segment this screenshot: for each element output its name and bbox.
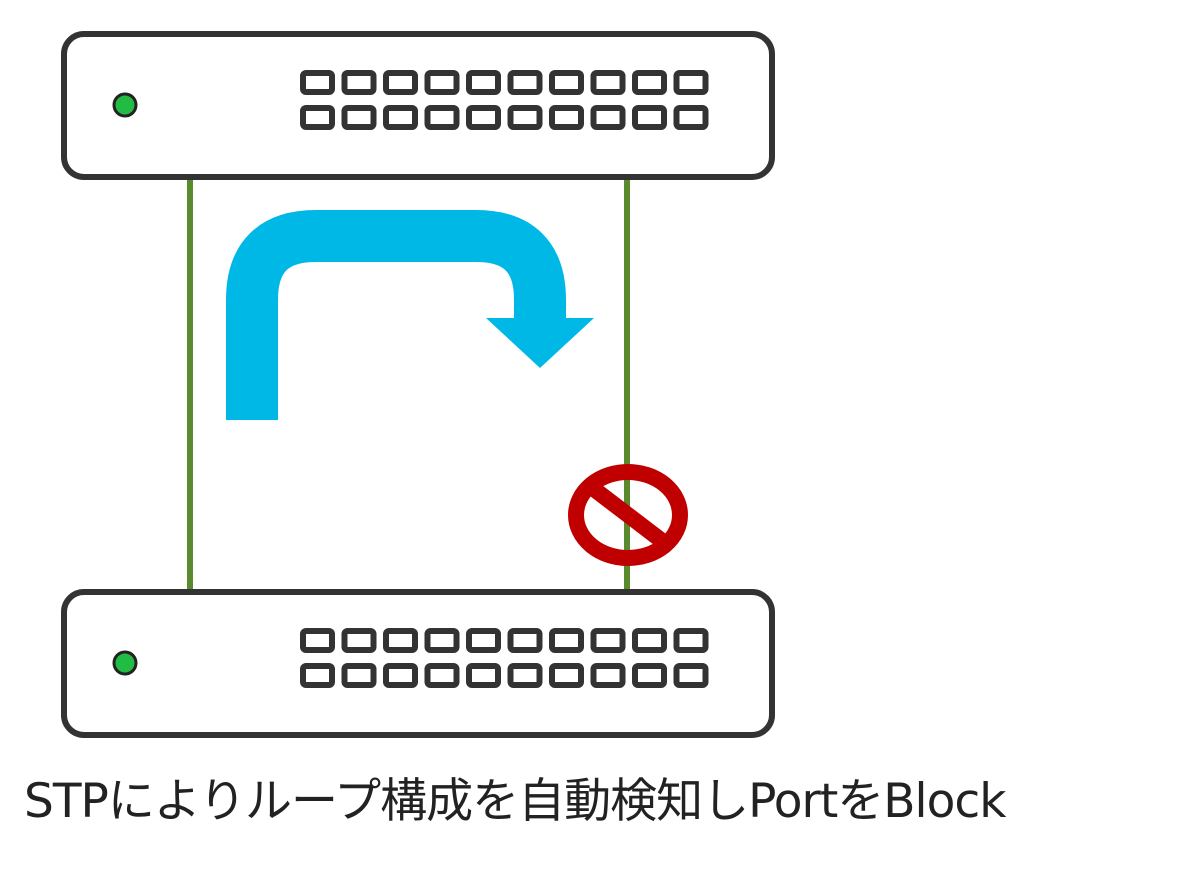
switch-port [632,70,667,95]
status-led-icon [112,650,138,676]
switch-port [507,70,543,95]
switch-port [673,663,709,688]
switch-port [341,70,377,95]
port-grid [300,70,709,130]
switch-port [590,663,626,688]
switch-port [673,70,709,95]
switch-port [507,105,543,130]
switch-port [424,628,460,653]
switch-port [590,70,626,95]
switch-port [383,628,418,653]
switch-chassis [61,589,775,738]
switch-port [549,663,584,688]
switch-port [341,663,377,688]
top-switch [61,31,775,180]
switch-port [507,663,543,688]
switch-chassis [61,31,775,180]
loop-arrow-icon [226,210,594,420]
switch-port [466,663,501,688]
diagram-caption: STPによりループ構成を自動検知しPortをBlock [24,774,1006,829]
switch-port [549,70,584,95]
switch-port [300,663,335,688]
switch-port [300,105,335,130]
switch-port [549,628,584,653]
prohibited-icon [568,464,688,566]
switch-port [673,105,709,130]
switch-port [632,105,667,130]
switch-port [424,663,460,688]
switch-port [549,105,584,130]
status-led-icon [112,92,138,118]
switch-port [466,105,501,130]
switch-port [590,628,626,653]
switch-port [300,70,335,95]
switch-port [424,70,460,95]
switch-port [383,105,418,130]
switch-port [424,105,460,130]
bottom-switch [61,589,775,738]
switch-port [632,628,667,653]
switch-port [466,70,501,95]
switch-port [300,628,335,653]
switch-port [383,663,418,688]
switch-port [341,105,377,130]
switch-port [632,663,667,688]
switch-port [507,628,543,653]
switch-port [341,628,377,653]
switch-port [383,70,418,95]
port-grid [300,628,709,688]
switch-port [673,628,709,653]
switch-port [590,105,626,130]
switch-port [466,628,501,653]
